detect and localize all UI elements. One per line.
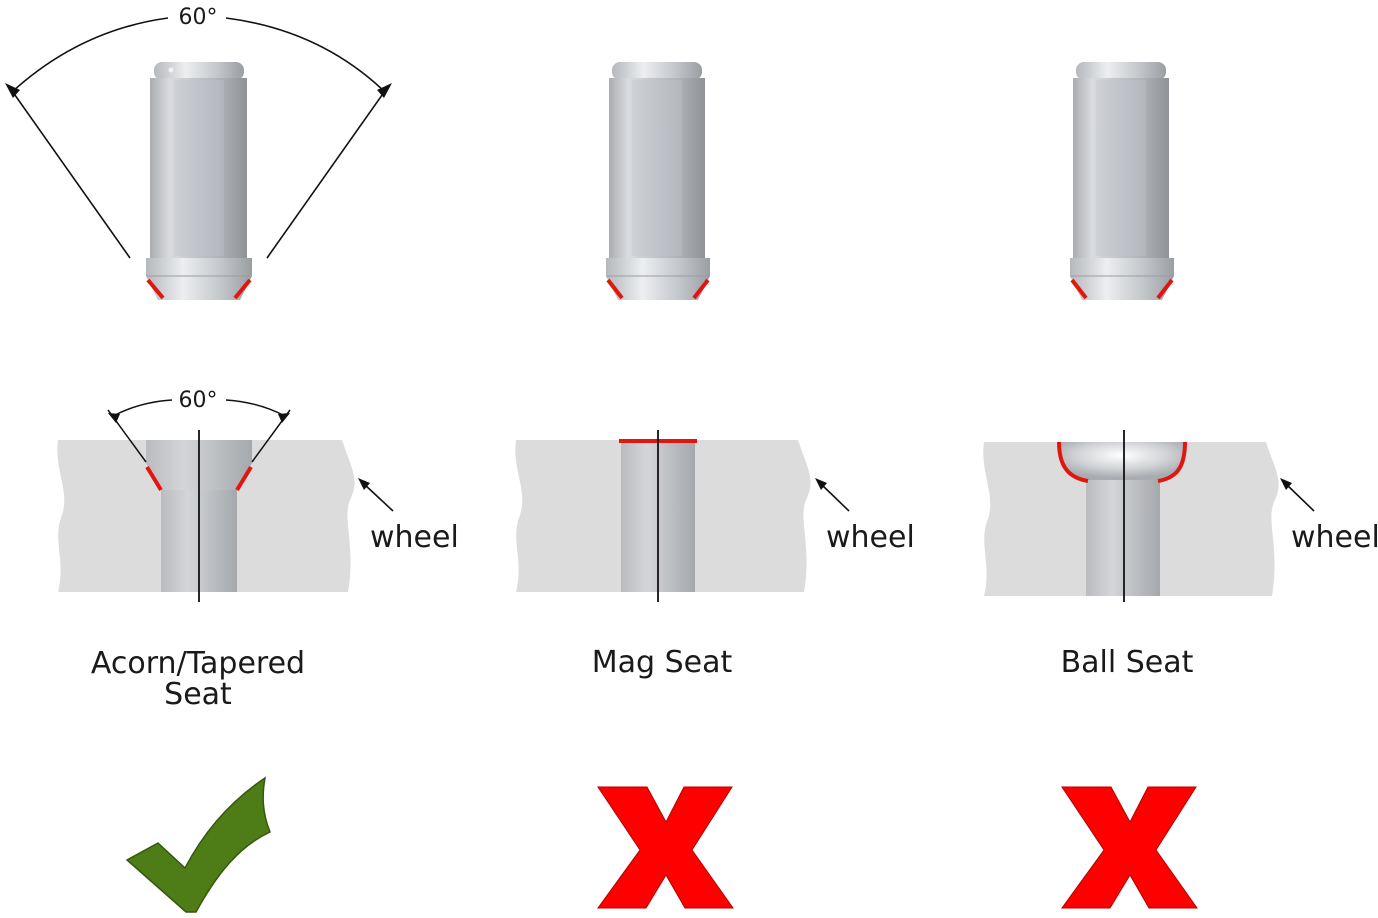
column-acorn-tapered: 60° [5, 5, 459, 913]
seat-title-line-1: Acorn/Tapered [91, 646, 305, 681]
wheel-label: wheel [370, 520, 459, 555]
acorn-lug-nut [146, 62, 252, 300]
compatible-check-icon [125, 776, 271, 913]
seat-highlight-right [233, 278, 252, 300]
seat-title-line-2: Seat [164, 677, 232, 712]
acorn-wheel-section [57, 399, 355, 602]
ball-wheel-section [983, 430, 1279, 602]
seat-title-line-1: Mag Seat [592, 645, 733, 680]
hole-angle-label: 60° [179, 388, 218, 413]
wheel-pointer [358, 478, 394, 512]
mag-lug-nut [606, 62, 710, 300]
incompatible-cross-icon [1061, 786, 1198, 909]
wheel-label: wheel [1291, 520, 1378, 555]
wheel-pointer [815, 478, 850, 512]
seat-title-line-1: Ball Seat [1061, 645, 1194, 680]
ball-lug-nut [1070, 62, 1174, 300]
nut-angle-guide [5, 17, 392, 259]
column-ball-seat: wheel Ball Seat [983, 62, 1378, 909]
mag-wheel-section [515, 430, 811, 602]
incompatible-cross-icon [597, 786, 734, 909]
wheel-label: wheel [826, 520, 915, 555]
nut-angle-label: 60° [179, 5, 218, 30]
seat-highlight-left [146, 278, 165, 300]
column-mag-seat: wheel Mag Seat [515, 62, 915, 909]
wheel-pointer [1280, 478, 1315, 512]
